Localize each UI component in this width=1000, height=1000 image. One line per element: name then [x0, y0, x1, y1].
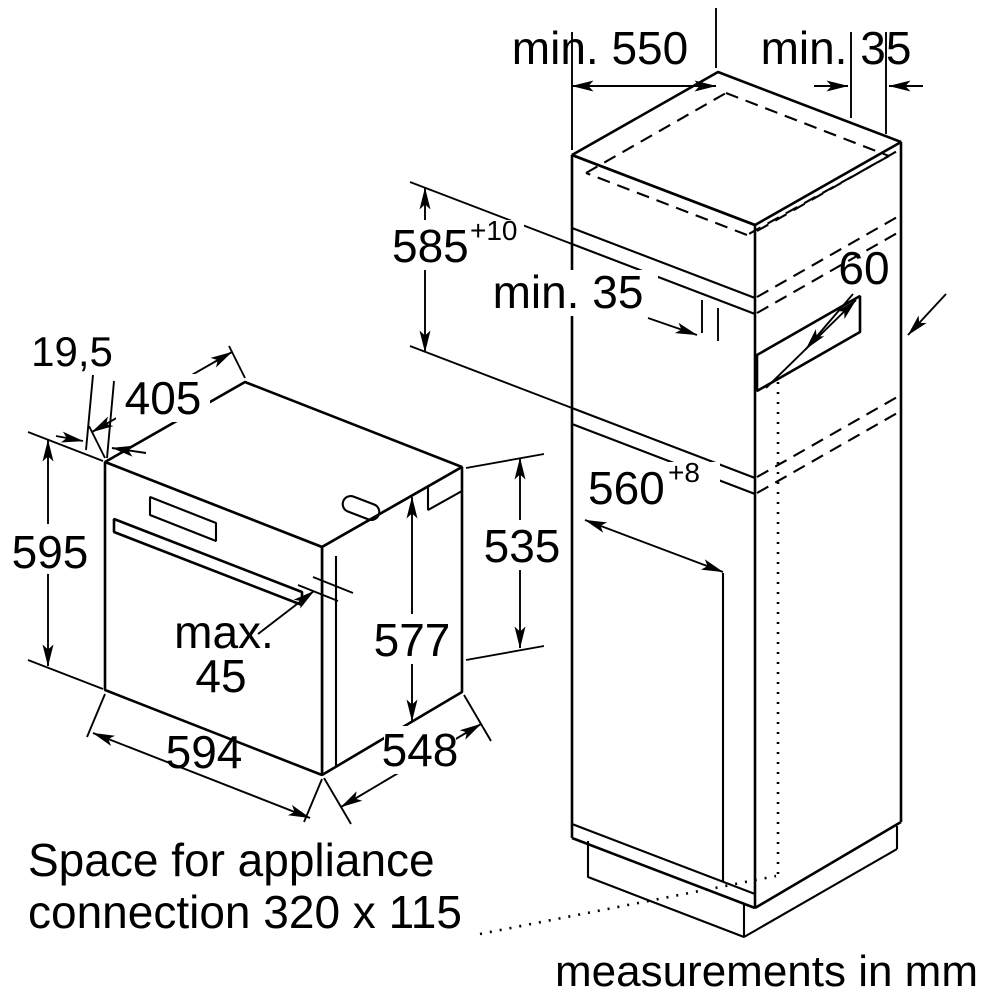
niche-top-panel-edge	[571, 227, 756, 299]
oven-rear-height-label: 535	[484, 520, 561, 572]
leader-arrow	[257, 590, 315, 635]
label-mask	[116, 374, 210, 422]
niche-width-tolerance-label: +8	[668, 457, 700, 488]
cabinet-bottom-front-edge	[571, 836, 756, 910]
oven-rear-notch	[426, 486, 463, 511]
labels: 19,5 405 595 max. 45 594 548 577 535 min…	[12, 22, 978, 996]
niche-top-panel-underside	[571, 243, 756, 315]
extension-line	[463, 694, 492, 742]
handle-max-value-label: 45	[195, 650, 246, 702]
hidden-edge	[756, 411, 900, 494]
dimension-arrow	[111, 445, 147, 457]
hidden-edge	[585, 172, 748, 236]
leader-arrow	[647, 317, 698, 336]
niche-mid-clearance-label: min. 35	[493, 266, 644, 318]
ventilation-cutout	[755, 294, 862, 393]
extension-line	[228, 345, 246, 379]
extension-line	[88, 425, 106, 459]
dimension-arrow	[55, 431, 84, 443]
extension-line	[27, 431, 104, 462]
label-mask	[580, 462, 720, 510]
cabinet-plinth	[586, 841, 746, 938]
oven-front-face	[103, 460, 324, 777]
hidden-edge	[746, 155, 890, 236]
oven-body-height-label: 577	[374, 614, 451, 666]
label-mask	[488, 520, 556, 570]
cabinet-dimensions	[409, 8, 947, 573]
extension-line	[86, 693, 106, 738]
oven-depth-label: 548	[382, 724, 459, 776]
label-mask	[12, 524, 88, 574]
connection-note-line1: Space for appliance	[28, 834, 435, 886]
label-mask	[380, 614, 444, 664]
label-mask	[384, 726, 456, 774]
extension-line	[323, 777, 352, 825]
oven-drawing	[103, 380, 464, 777]
handle-max-prefix-label: max.	[174, 606, 274, 658]
dimension-arrow	[584, 519, 724, 573]
oven-top-depth-label: 405	[125, 372, 202, 424]
vent-flow-arrow	[765, 299, 857, 389]
hidden-edge	[756, 231, 900, 314]
label-mask	[384, 220, 524, 270]
units-note: measurements in mm	[555, 947, 978, 996]
oven-grip-recess	[341, 495, 381, 521]
label-masks	[12, 220, 720, 774]
label-mask	[478, 270, 658, 316]
cabinet-plinth-right	[743, 848, 898, 938]
connection-note-line2: connection 320 x 115	[28, 886, 462, 938]
niche-height-label: 585	[392, 220, 469, 272]
extension-line	[297, 584, 339, 602]
hidden-edge	[756, 395, 900, 478]
niche-top-clearance-label: min. 35	[761, 22, 912, 74]
extension-line	[303, 778, 323, 823]
niche-height-tolerance-label: +10	[470, 215, 518, 246]
hidden-edge	[756, 215, 900, 298]
oven-width-label: 594	[166, 726, 243, 778]
extension-line	[27, 659, 104, 690]
oven-display	[148, 496, 218, 542]
dimension-arrow	[92, 732, 311, 819]
cabinet-bottom-right-edge	[754, 820, 902, 910]
extension-line	[409, 181, 573, 245]
extension-line	[85, 374, 94, 451]
niche-shelf-top-edge	[571, 407, 756, 479]
hidden-edge	[725, 92, 890, 157]
oven-dimensions	[27, 345, 545, 825]
niche-width-label: 560	[588, 462, 665, 514]
hidden-edge	[585, 92, 727, 174]
connection-leader-line	[479, 874, 777, 936]
cabinet-drawing	[479, 70, 903, 938]
niche-min-depth-label: min. 550	[512, 22, 688, 74]
extension-line	[409, 345, 573, 409]
oven-height-label: 595	[12, 526, 89, 578]
wall-arrow	[907, 293, 947, 336]
extension-line	[465, 645, 545, 661]
hidden-edge	[756, 149, 900, 232]
cabinet-bottom-shelf-edge	[571, 823, 756, 895]
cabinet-top-front-edge	[571, 153, 756, 227]
oven-front-offset-label: 19,5	[31, 328, 113, 375]
niche-shelf-bottom-edge	[571, 423, 756, 495]
vent-depth-label: 60	[838, 242, 889, 294]
extension-line	[465, 453, 545, 469]
extension-line	[312, 576, 354, 594]
